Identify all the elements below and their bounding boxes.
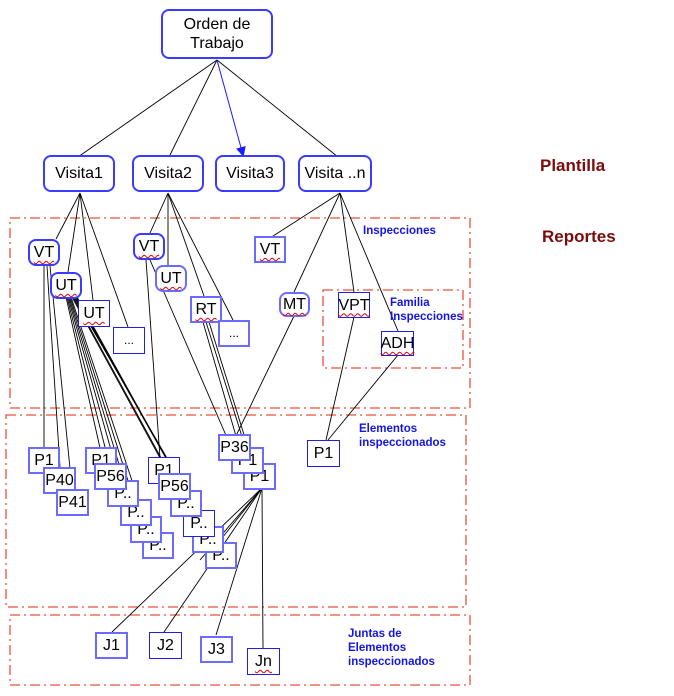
element-node[interactable]: P56 bbox=[158, 473, 191, 500]
inspection-node[interactable]: UT bbox=[155, 265, 187, 292]
inspection-node[interactable]: ADH bbox=[381, 331, 414, 356]
inspection-label: RT bbox=[195, 301, 217, 318]
reports-label: Reportes bbox=[542, 227, 616, 246]
elements-label-line2: inspeccionados bbox=[359, 437, 446, 449]
region-inspections bbox=[9, 217, 471, 409]
inspection-label: ... bbox=[123, 333, 134, 347]
work-order-node[interactable]: Orden de Trabajo bbox=[161, 9, 273, 59]
region-joints bbox=[9, 614, 471, 686]
inspection-node[interactable]: VT bbox=[254, 236, 286, 263]
visit-node-1[interactable]: Visita1 bbox=[43, 155, 115, 192]
joints-label-line1: Juntas de bbox=[348, 628, 402, 640]
visit-node-3[interactable]: Visita3 bbox=[215, 155, 285, 192]
inspection-node[interactable]: UT bbox=[78, 300, 110, 327]
work-order-label-1: Orden de bbox=[183, 16, 251, 33]
inspections-region-label: Inspecciones bbox=[363, 225, 436, 237]
visit-node-n-label: Visita ..n bbox=[304, 165, 366, 182]
inspection-label: UT bbox=[55, 277, 77, 294]
inspection-label: UT bbox=[160, 270, 182, 287]
region-elements bbox=[5, 414, 467, 608]
family-label-line1: Familia bbox=[390, 297, 430, 309]
inspection-node[interactable]: RT bbox=[190, 296, 222, 323]
inspection-node[interactable]: UT bbox=[50, 272, 82, 299]
inspection-label: VT bbox=[33, 244, 55, 261]
inspection-node[interactable]: VPT bbox=[338, 292, 370, 318]
joints-region-label: Juntas de Elementos inspeccionados bbox=[348, 627, 435, 669]
joints-label-line3: inspeccionados bbox=[348, 656, 435, 668]
joint-label: Jn bbox=[255, 653, 272, 670]
element-node[interactable]: P41 bbox=[56, 489, 89, 516]
family-label-line2: Inspecciones bbox=[390, 311, 463, 323]
inspection-label: VT bbox=[138, 238, 160, 255]
inspection-node[interactable]: MT bbox=[279, 292, 310, 317]
element-node[interactable]: P1 bbox=[307, 440, 340, 467]
inspection-label: ... bbox=[228, 326, 239, 340]
inspection-label: MT bbox=[282, 296, 307, 313]
joint-node[interactable]: J3 bbox=[200, 636, 233, 663]
inspection-node[interactable]: VT bbox=[28, 239, 60, 266]
family-region-label: Familia Inspecciones bbox=[390, 296, 463, 324]
inspection-node[interactable]: ... bbox=[113, 327, 145, 354]
visit-node-n[interactable]: Visita ..n bbox=[298, 155, 372, 192]
element-node[interactable]: P36 bbox=[218, 434, 251, 461]
highlight-edge bbox=[216, 59, 246, 157]
inspection-node[interactable]: VT bbox=[133, 233, 165, 260]
template-label: Plantilla bbox=[540, 156, 606, 175]
inspection-node[interactable]: ... bbox=[218, 320, 250, 347]
joint-node[interactable]: J1 bbox=[95, 632, 128, 659]
inspection-label: VT bbox=[259, 241, 281, 258]
inspection-label: ADH bbox=[380, 335, 415, 352]
elements-label-line1: Elementos bbox=[359, 423, 418, 435]
work-order-label-2: Trabajo bbox=[190, 35, 244, 52]
joint-node[interactable]: J2 bbox=[149, 632, 182, 659]
element-node[interactable]: P56 bbox=[94, 463, 127, 490]
joint-node[interactable]: Jn bbox=[247, 648, 280, 675]
visit-node-2[interactable]: Visita2 bbox=[132, 155, 204, 192]
inspection-label: UT bbox=[83, 305, 105, 322]
joints-label-line2: Elementos bbox=[348, 642, 407, 654]
elements-region-label: Elementos inspeccionados bbox=[359, 422, 446, 450]
region-family bbox=[322, 289, 464, 369]
inspection-label: VPT bbox=[338, 296, 370, 314]
